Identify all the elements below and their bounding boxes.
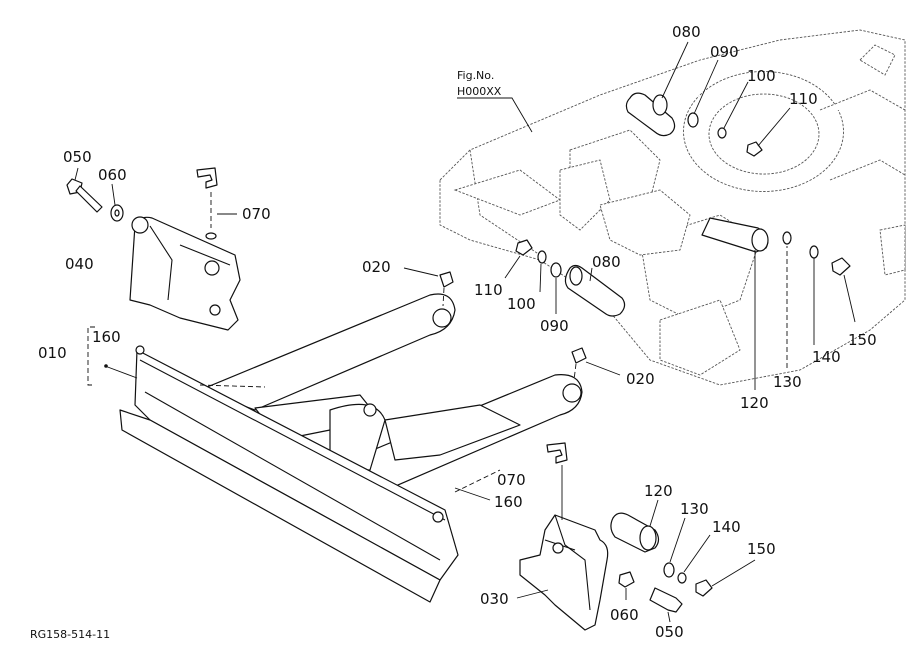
blade-cutting-edge	[119, 409, 441, 603]
callout-120-lower: 120	[644, 482, 673, 500]
upper-push-arm	[199, 293, 456, 411]
hidden-edge-2	[454, 469, 501, 493]
drawing-reference-code: RG158-514-11	[30, 628, 110, 641]
callout-010: 010	[38, 344, 67, 362]
fig-label: Fig.No.	[457, 69, 494, 82]
right-clip-070	[546, 442, 568, 520]
callout-030: 030	[480, 590, 509, 608]
bolt-150-lower	[695, 579, 713, 597]
callout-labels: 010 160 050 060 070 040 020 110 100 090 …	[38, 23, 877, 641]
leader-160-right	[454, 487, 491, 501]
pin-080-upper	[625, 92, 676, 137]
washer-090-upper	[687, 112, 699, 128]
callout-070-left: 070	[242, 205, 271, 223]
washer-090-center	[550, 262, 562, 278]
left-clip-070	[196, 167, 237, 240]
washer-100-upper	[717, 127, 727, 139]
callout-020-upper: 020	[362, 258, 391, 276]
callout-140-upper: 140	[812, 348, 841, 366]
lower-bolt-050	[649, 587, 683, 623]
callout-110-center: 110	[474, 281, 503, 299]
right-mount-bracket	[516, 514, 609, 631]
lower-arm-pivot-hole	[562, 383, 582, 403]
callout-060-lower: 060	[610, 606, 639, 624]
blade-lower-rib	[144, 391, 441, 561]
bolt-150-upper	[831, 257, 851, 276]
pin-020-lower	[571, 347, 621, 381]
bracket-040-top-boss	[131, 216, 149, 234]
callout-040: 040	[65, 255, 94, 273]
hidden-edge-1	[199, 384, 266, 388]
tractor-frame-outline	[439, 29, 906, 386]
callout-130-upper: 130	[773, 373, 802, 391]
callout-140-lower: 140	[712, 518, 741, 536]
right-hardware-lower	[610, 499, 756, 597]
callout-160-left: 160	[92, 328, 121, 346]
lower-washer-060	[618, 571, 635, 600]
bracket-hole	[363, 403, 377, 417]
callout-060-left: 060	[98, 166, 127, 184]
callout-150-upper: 150	[848, 331, 877, 349]
callout-110-upper: 110	[789, 90, 818, 108]
bracket-040-body	[129, 216, 241, 331]
callout-160-right: 160	[494, 493, 523, 511]
bracket-030-body	[519, 514, 609, 631]
figure-number-label: Fig.No. H000XX	[457, 69, 533, 133]
left-washer-060	[110, 183, 124, 222]
left-bolt-050	[66, 167, 103, 213]
blade-right-hole	[432, 511, 444, 523]
blade-assembly	[119, 293, 583, 603]
fig-number: H000XX	[457, 85, 502, 98]
callout-080-upper: 080	[672, 23, 701, 41]
bracket-030-hole	[552, 542, 564, 554]
callout-120-upper: 120	[740, 394, 769, 412]
bracket-040-hole-1	[204, 260, 220, 276]
washer-100-center	[537, 250, 547, 264]
washer-130-lower	[663, 562, 675, 578]
callout-050-left: 050	[63, 148, 92, 166]
callout-100-center: 100	[507, 295, 536, 313]
callout-090-center: 090	[540, 317, 569, 335]
center-hardware	[504, 239, 626, 317]
callout-150-lower: 150	[747, 540, 776, 558]
washer-140-upper	[809, 245, 819, 259]
callout-050-lower: 050	[655, 623, 684, 641]
upper-hardware	[625, 41, 791, 157]
washer-130-upper	[782, 231, 792, 245]
callout-090-upper: 090	[710, 43, 739, 61]
cross-member-2	[384, 404, 521, 461]
left-mount-bracket	[129, 216, 241, 331]
washer-140-lower	[677, 572, 687, 584]
callout-130-lower: 130	[680, 500, 709, 518]
callout-080-center: 080	[592, 253, 621, 271]
blade-top-rib	[139, 359, 446, 521]
callout-020-lower: 020	[626, 370, 655, 388]
right-hardware-upper	[701, 217, 856, 390]
callout-070-right: 070	[497, 471, 526, 489]
nut-110-center	[515, 239, 533, 256]
blade-left-hole	[135, 345, 145, 355]
pin-020-upper	[403, 267, 454, 307]
bracket-040-hole-2	[209, 304, 221, 316]
upper-arm-pivot-hole	[432, 308, 452, 328]
callout-100-upper: 100	[747, 67, 776, 85]
group-bracket-010	[87, 326, 138, 386]
